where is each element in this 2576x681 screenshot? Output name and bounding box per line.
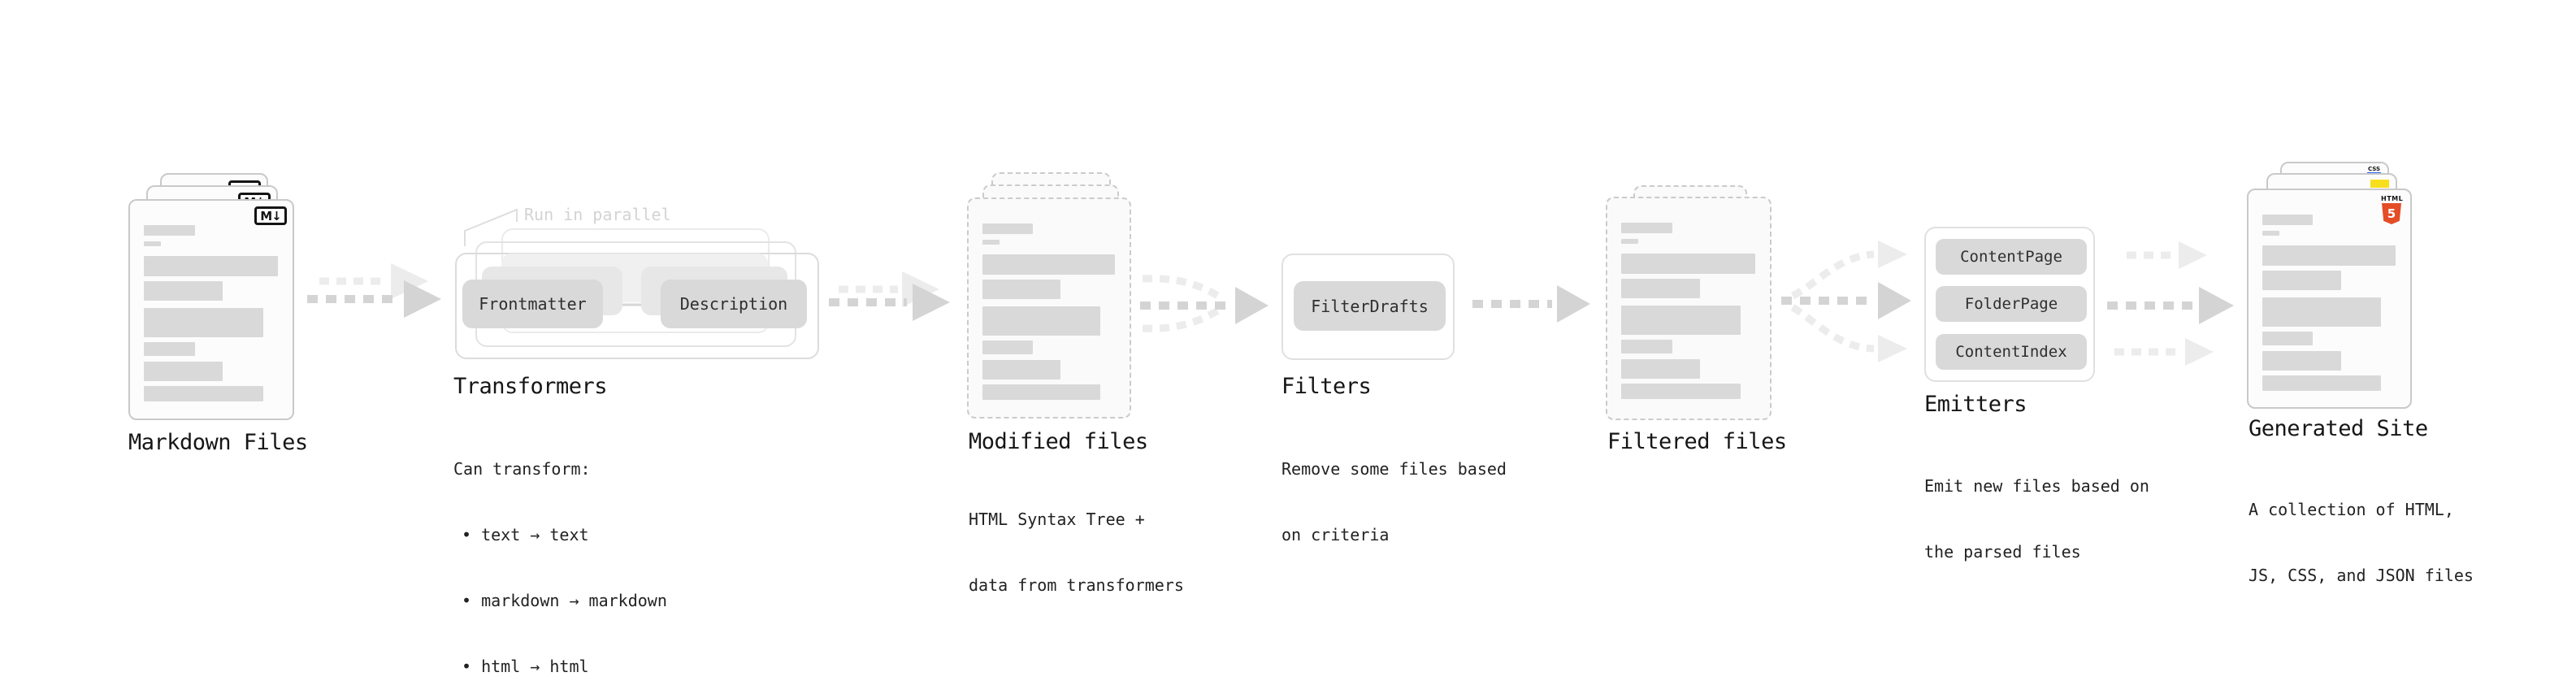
frontmatter-pill: Frontmatter [462,280,603,328]
filterdrafts-pill: FilterDrafts [1294,281,1446,331]
markdown-files-title: Markdown Files [128,430,308,455]
generated-site-title: Generated Site [2249,416,2428,441]
transform-bullet: • html → html [462,657,589,676]
doc-card-front: M↓ [128,199,294,420]
doc-card-front: HTML 5 [2247,189,2412,409]
filtered-files-title: Filtered files [1607,429,1787,454]
emitters-title: Emitters [1924,392,2027,417]
placeholder-text-bars [1621,223,1755,399]
transform-bullet: • text → text [462,525,589,544]
filters-box: FilterDrafts [1281,254,1455,360]
markdown-icon: M↓ [254,206,287,225]
arrow-transformers-to-modified [829,271,950,321]
emitters-description: Emit new files based on the parsed files [1924,476,2149,562]
html5-icon: HTML 5 [2381,195,2403,224]
doc-card-front [1606,197,1772,420]
arrow-filters-to-filtered [1472,285,1590,323]
doc-card-front [967,197,1131,419]
placeholder-text-bars [144,225,278,401]
arrow-modified-to-filters [1140,275,1268,332]
generated-site-stack: CSS HTML 5 [2247,162,2422,410]
generated-site-description: A collection of HTML, JS, CSS, and JSON … [2249,500,2474,585]
filtered-files-stack [1606,185,1776,429]
contentpage-pill: ContentPage [1936,239,2087,275]
arrow-emitters-to-site [2107,241,2234,366]
arrow-filtered-to-emitters [1781,241,1911,362]
run-in-parallel-annotation: Run in parallel [524,205,671,224]
js-icon [2370,180,2389,188]
transformers-title: Transformers [453,374,608,399]
placeholder-text-bars [2262,215,2396,391]
description-pill: Description [661,280,807,328]
folderpage-pill: FolderPage [1936,286,2087,322]
filters-title: Filters [1281,374,1372,399]
arrow-markdown-to-transformers [307,263,441,318]
contentindex-pill: ContentIndex [1936,334,2087,370]
placeholder-text-bars [982,223,1115,400]
transformers-description: Can transform: • text → text • markdown … [453,414,667,681]
markdown-files-stack: M↓ M↓ M↓ [128,173,304,420]
modified-files-description: HTML Syntax Tree + data from transformer… [969,510,1184,595]
filters-description: Remove some files based on criteria [1281,459,1507,544]
transformers-description-heading: Can transform: [453,459,591,479]
transform-bullet: • markdown → markdown [462,591,667,610]
modified-files-title: Modified files [969,429,1148,454]
modified-files-stack [967,172,1138,424]
emitters-box: ContentPage FolderPage ContentIndex [1924,227,2095,382]
